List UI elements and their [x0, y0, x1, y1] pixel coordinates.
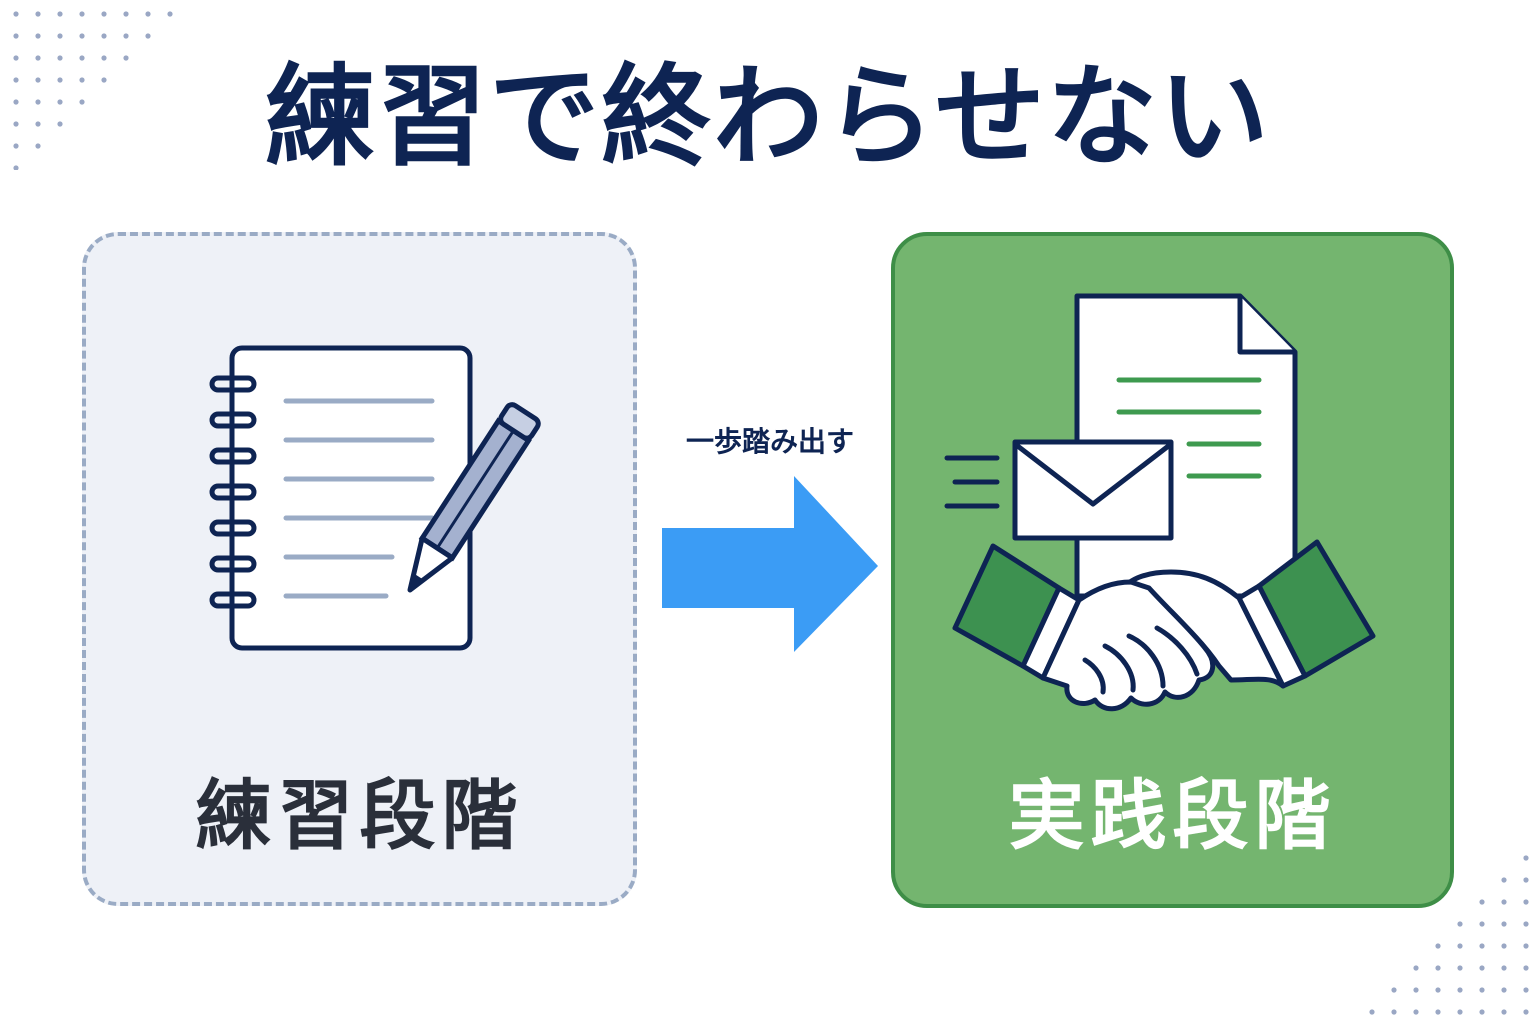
decorative-dot	[1501, 899, 1507, 905]
page-title: 練習で終わらせない	[265, 53, 1271, 181]
decorative-dot	[13, 55, 19, 61]
decorative-dot	[57, 33, 63, 39]
decorative-dot	[1523, 1009, 1529, 1015]
decorative-dot	[1457, 965, 1463, 971]
decorative-dot	[101, 55, 107, 61]
decorative-dot	[1479, 921, 1485, 927]
decorative-dot	[1435, 987, 1441, 993]
decorative-dot	[1501, 943, 1507, 949]
arrow-right-icon	[662, 476, 878, 652]
practice-stage-label: 練習段階	[195, 771, 524, 860]
decorative-dot	[57, 121, 63, 127]
decorative-dots-top-left	[13, 11, 173, 170]
decorative-dot	[1523, 921, 1529, 927]
decorative-dot	[57, 55, 63, 61]
decorative-dot	[35, 55, 41, 61]
action-stage-label: 実践段階	[1008, 771, 1337, 860]
decorative-dot	[1523, 855, 1529, 861]
decorative-dot	[1369, 1009, 1375, 1015]
step-forward-label: 一歩踏み出す	[685, 425, 854, 458]
decorative-dot	[1501, 877, 1507, 883]
decorative-dot	[13, 33, 19, 39]
decorative-dot	[35, 121, 41, 127]
decorative-dot	[145, 33, 151, 39]
decorative-dot	[1413, 987, 1419, 993]
decorative-dot	[1457, 1009, 1463, 1015]
decorative-dot	[79, 99, 85, 105]
decorative-dot	[123, 11, 129, 17]
decorative-dot	[167, 11, 173, 17]
decorative-dot	[57, 99, 63, 105]
decorative-dot	[1523, 943, 1529, 949]
decorative-dot	[1391, 1009, 1397, 1015]
decorative-dot	[1501, 987, 1507, 993]
decorative-dot	[1479, 1009, 1485, 1015]
decorative-dot	[1457, 987, 1463, 993]
decorative-dot	[123, 33, 129, 39]
decorative-dot	[1501, 965, 1507, 971]
decorative-dot	[1435, 943, 1441, 949]
decorative-dot	[1391, 987, 1397, 993]
decorative-dot	[57, 11, 63, 17]
decorative-dot	[13, 121, 19, 127]
decorative-dot	[1523, 965, 1529, 971]
decorative-dot	[35, 11, 41, 17]
decorative-dot	[13, 165, 19, 170]
decorative-dot	[1479, 943, 1485, 949]
decorative-dot	[35, 99, 41, 105]
decorative-dot	[35, 143, 41, 149]
decorative-dot	[35, 33, 41, 39]
decorative-dot	[1523, 877, 1529, 883]
decorative-dot	[1435, 1009, 1441, 1015]
decorative-dot	[1457, 921, 1463, 927]
decorative-dot	[123, 55, 129, 61]
decorative-dot	[1523, 899, 1529, 905]
decorative-dots-bottom-right	[1369, 855, 1529, 1015]
decorative-dot	[13, 77, 19, 83]
decorative-dot	[79, 77, 85, 83]
decorative-dot	[1479, 965, 1485, 971]
decorative-dot	[57, 77, 63, 83]
envelope-icon	[944, 439, 1174, 541]
decorative-dot	[79, 55, 85, 61]
decorative-dot	[1435, 965, 1441, 971]
decorative-dot	[1523, 987, 1529, 993]
decorative-dot	[101, 33, 107, 39]
decorative-dot	[1413, 1009, 1419, 1015]
decorative-dot	[79, 33, 85, 39]
decorative-dot	[79, 11, 85, 17]
notebook-icon	[209, 345, 541, 651]
decorative-dot	[1479, 899, 1485, 905]
action-illustration	[944, 293, 1376, 712]
pencil-icon	[407, 402, 541, 593]
decorative-dot	[145, 11, 151, 17]
decorative-dot	[1479, 987, 1485, 993]
decorative-dot	[101, 77, 107, 83]
decorative-dot	[1413, 965, 1419, 971]
decorative-dot	[13, 99, 19, 105]
decorative-dot	[13, 143, 19, 149]
decorative-dot	[1501, 921, 1507, 927]
decorative-dot	[1501, 1009, 1507, 1015]
decorative-dot	[101, 11, 107, 17]
decorative-dot	[35, 77, 41, 83]
handshake-icon	[952, 539, 1376, 712]
decorative-dot	[1457, 943, 1463, 949]
decorative-dot	[13, 11, 19, 17]
